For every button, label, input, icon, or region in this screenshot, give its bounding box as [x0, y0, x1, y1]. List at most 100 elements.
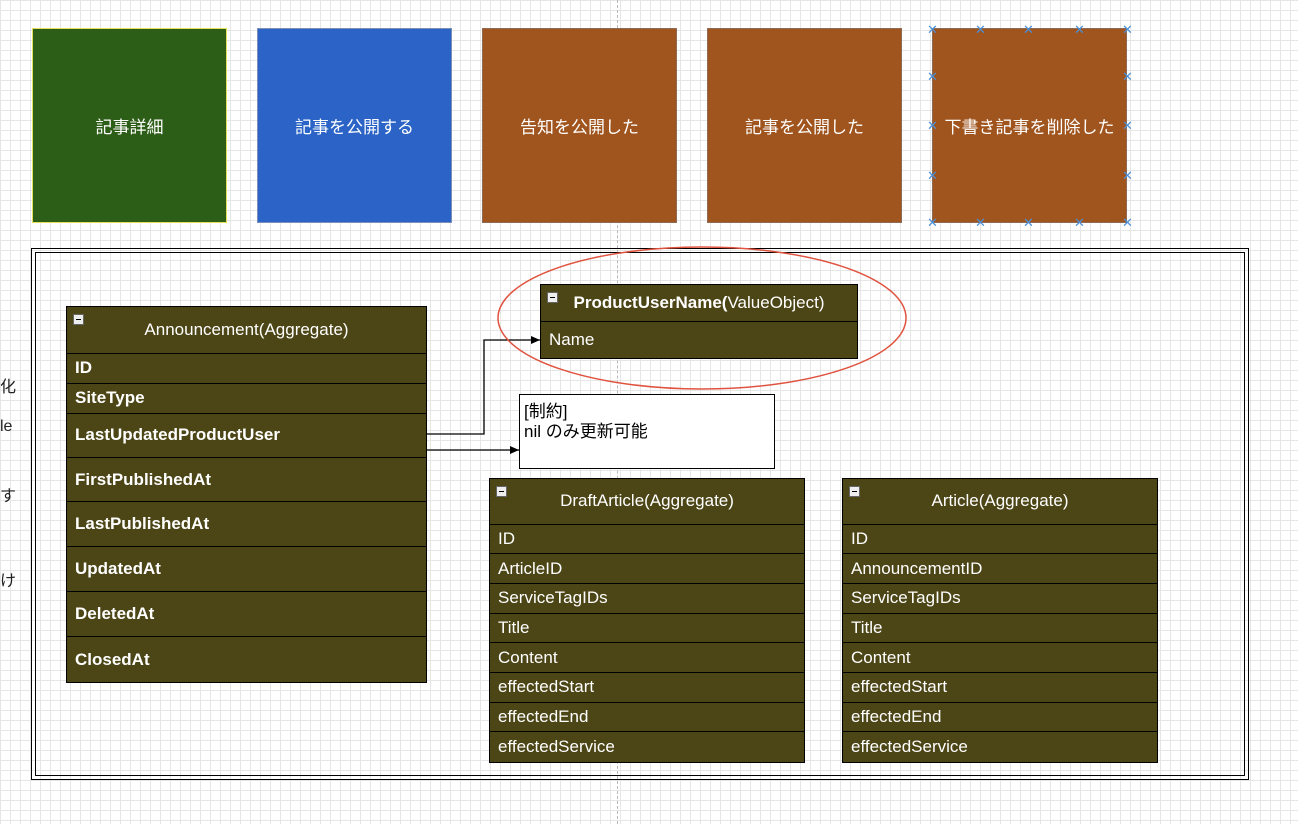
field-row[interactable]: Name: [541, 322, 857, 358]
entity-header[interactable]: Article(Aggregate): [843, 479, 1157, 525]
handle-icon[interactable]: ✕: [975, 215, 986, 230]
handle-icon[interactable]: ✕: [927, 168, 938, 183]
handle-icon[interactable]: ✕: [1122, 118, 1133, 133]
handle-icon[interactable]: ✕: [927, 69, 938, 84]
product-user-name-valueobject[interactable]: ProductUserName(ValueObject) Name: [540, 284, 858, 359]
handle-icon[interactable]: ✕: [1023, 215, 1034, 230]
field-row[interactable]: effectedEnd: [843, 703, 1157, 733]
field-name: ID: [851, 528, 868, 548]
entity-title: Announcement(Aggregate): [144, 319, 349, 339]
handle-icon[interactable]: ✕: [1122, 168, 1133, 183]
sticky-label: 記事を公開した: [745, 118, 864, 137]
field-row[interactable]: effectedStart: [490, 673, 804, 703]
handle-icon[interactable]: ✕: [927, 118, 938, 133]
title-bold-part: ProductUserName(: [573, 293, 728, 312]
entity-title: Article(Aggregate): [931, 491, 1069, 511]
sticky-label: 記事詳細: [95, 118, 164, 137]
constraint-note[interactable]: [制約] nil のみ更新可能: [519, 394, 775, 469]
handle-icon[interactable]: ✕: [1122, 215, 1133, 230]
field-name: effectedService: [498, 737, 615, 757]
field-name: ID: [498, 528, 515, 548]
field-row[interactable]: ServiceTagIDs: [843, 584, 1157, 614]
field-row[interactable]: AnnouncementID: [843, 554, 1157, 584]
field-row[interactable]: Title: [843, 614, 1157, 644]
field-name: LastUpdatedProductUser: [75, 425, 280, 445]
handle-icon[interactable]: ✕: [1122, 69, 1133, 84]
field-row[interactable]: Content: [843, 643, 1157, 673]
field-name: Title: [498, 617, 530, 637]
bounded-context-frame-inner: [35, 252, 1245, 776]
field-name: Content: [498, 647, 558, 667]
sticky-label: 記事を公開する: [295, 118, 414, 137]
field-name: effectedEnd: [498, 706, 589, 726]
announcement-aggregate[interactable]: Announcement(Aggregate) ID SiteType Last…: [66, 306, 427, 683]
sticky-draft-deleted-event[interactable]: 下書き記事を削除した: [932, 28, 1127, 223]
field-row[interactable]: effectedService: [490, 732, 804, 762]
field-name: effectedStart: [851, 677, 948, 697]
collapse-icon[interactable]: [849, 486, 860, 497]
collapse-icon[interactable]: [73, 314, 84, 325]
cropped-text: le: [0, 418, 13, 435]
sticky-label: 告知を公開した: [520, 118, 639, 137]
field-row[interactable]: LastUpdatedProductUser: [67, 414, 426, 458]
field-name: effectedService: [851, 737, 968, 757]
field-name: UpdatedAt: [75, 559, 161, 579]
field-name: LastPublishedAt: [75, 514, 210, 534]
cropped-text: け: [0, 573, 17, 590]
handle-icon[interactable]: ✕: [927, 215, 938, 230]
handle-icon[interactable]: ✕: [1122, 22, 1133, 37]
sticky-publish-article-command[interactable]: 記事を公開する: [257, 28, 452, 223]
field-name: ClosedAt: [75, 649, 150, 669]
collapse-icon[interactable]: [547, 292, 558, 303]
note-line-2: nil のみ更新可能: [524, 422, 648, 441]
article-aggregate[interactable]: Article(Aggregate) ID AnnouncementID Ser…: [842, 478, 1158, 763]
field-row[interactable]: effectedStart: [843, 673, 1157, 703]
sticky-article-published-event[interactable]: 記事を公開した: [707, 28, 902, 223]
field-row[interactable]: UpdatedAt: [67, 547, 426, 593]
handle-icon[interactable]: ✕: [1023, 22, 1034, 37]
sticky-article-detail[interactable]: 記事詳細: [32, 28, 227, 223]
field-row[interactable]: FirstPublishedAt: [67, 458, 426, 503]
handle-icon[interactable]: ✕: [975, 22, 986, 37]
field-name: ServiceTagIDs: [498, 588, 608, 608]
field-name: ID: [75, 358, 92, 378]
field-row[interactable]: ID: [490, 525, 804, 555]
field-row[interactable]: Title: [490, 614, 804, 644]
draft-article-aggregate[interactable]: DraftArticle(Aggregate) ID ArticleID Ser…: [489, 478, 805, 763]
field-row[interactable]: ArticleID: [490, 554, 804, 584]
field-row[interactable]: ClosedAt: [67, 637, 426, 682]
field-row[interactable]: LastPublishedAt: [67, 502, 426, 548]
field-row[interactable]: ServiceTagIDs: [490, 584, 804, 614]
field-row[interactable]: ID: [843, 525, 1157, 555]
entity-header[interactable]: ProductUserName(ValueObject): [541, 285, 857, 322]
field-row[interactable]: SiteType: [67, 384, 426, 414]
entity-title: DraftArticle(Aggregate): [560, 491, 734, 511]
note-line-1: [制約]: [524, 402, 568, 421]
connector-to-valueobject: [427, 336, 540, 435]
title-rest-part: ValueObject): [727, 293, 825, 312]
field-row[interactable]: effectedEnd: [490, 703, 804, 733]
field-name: ArticleID: [498, 558, 563, 578]
entity-title: ProductUserName(ValueObject): [573, 293, 824, 313]
field-name: Content: [851, 647, 911, 667]
handle-icon[interactable]: ✕: [1074, 22, 1085, 37]
field-row[interactable]: effectedService: [843, 732, 1157, 762]
field-row[interactable]: Content: [490, 643, 804, 673]
field-name: DeletedAt: [75, 604, 155, 624]
field-row[interactable]: ID: [67, 354, 426, 384]
field-name: Title: [851, 617, 883, 637]
field-row[interactable]: DeletedAt: [67, 592, 426, 638]
entity-header[interactable]: DraftArticle(Aggregate): [490, 479, 804, 525]
bounded-context-frame[interactable]: [31, 248, 1249, 780]
cropped-text: す: [0, 488, 17, 505]
field-name: effectedStart: [498, 677, 595, 697]
field-name: ServiceTagIDs: [851, 588, 961, 608]
collapse-icon[interactable]: [496, 486, 507, 497]
handle-icon[interactable]: ✕: [1074, 215, 1085, 230]
handle-icon[interactable]: ✕: [927, 22, 938, 37]
field-name: effectedEnd: [851, 706, 942, 726]
sticky-announcement-published-event[interactable]: 告知を公開した: [482, 28, 677, 223]
field-name: Name: [549, 330, 595, 349]
field-name: AnnouncementID: [851, 558, 983, 578]
entity-header[interactable]: Announcement(Aggregate): [67, 307, 426, 354]
